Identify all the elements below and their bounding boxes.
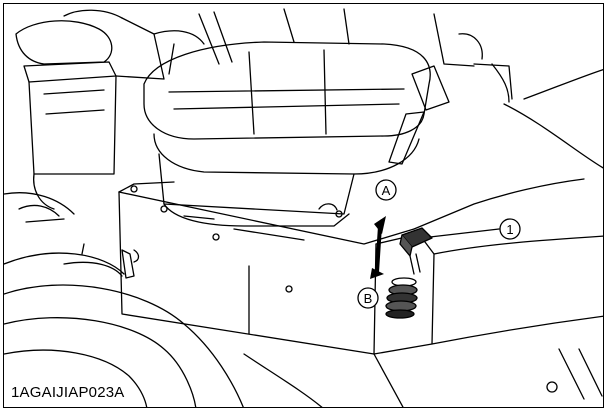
right-floor	[413, 68, 603, 400]
callout-b-label: B	[364, 291, 373, 306]
seat-illustration: 1 A B	[4, 8, 603, 407]
callout-leader-1	[429, 228, 500, 238]
seat	[143, 8, 513, 227]
callout-a: A	[375, 179, 397, 201]
seat-base-box	[118, 181, 435, 355]
left-floor	[4, 192, 404, 407]
up-down-arrow	[370, 216, 386, 279]
figure-frame: 1 A B 1AGAIJIAP023A	[3, 3, 604, 408]
callout-b: B	[357, 287, 379, 309]
left-console	[15, 9, 233, 210]
height-adjust-lever	[385, 227, 433, 319]
callout-1: 1	[499, 218, 521, 240]
callout-a-label: A	[382, 183, 391, 198]
figure-code: 1AGAIJIAP023A	[10, 385, 128, 401]
callout-1-label: 1	[506, 222, 513, 237]
